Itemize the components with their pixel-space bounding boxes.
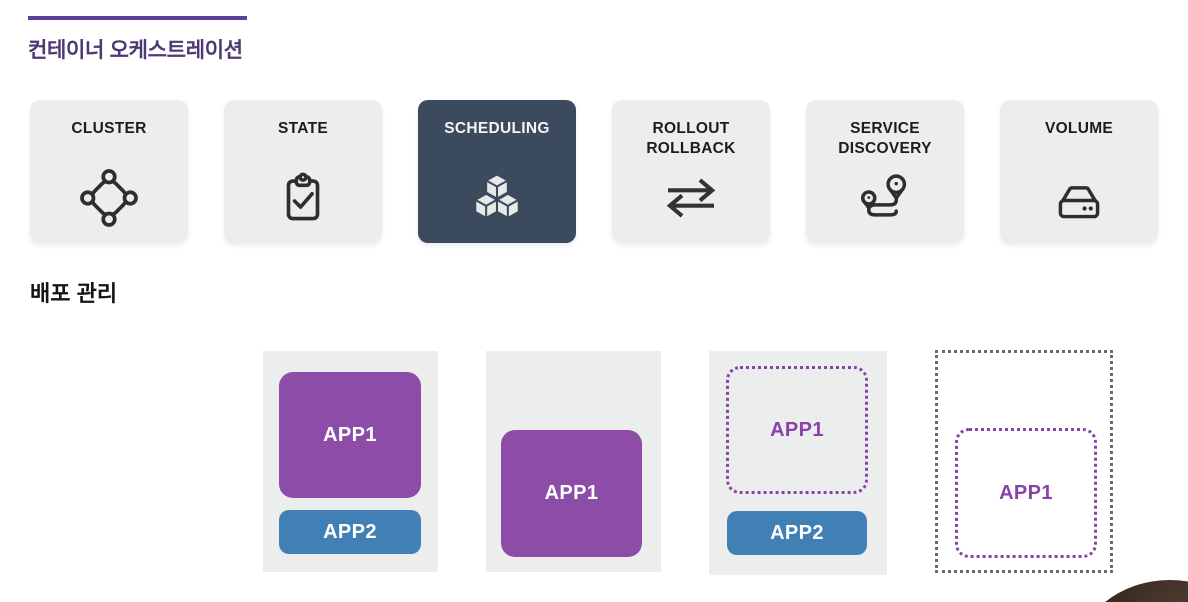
app-box: APP2 — [727, 511, 867, 555]
card-label: STATE — [277, 120, 328, 137]
card-label: VOLUME — [1044, 120, 1114, 137]
app-box: APP1 — [501, 430, 642, 557]
clipboard-check-icon — [224, 166, 382, 230]
card-label: ROLLOUT ROLLBACK — [646, 120, 736, 158]
deployment-panel-2: APP1 — [486, 351, 661, 572]
card-cluster: CLUSTER — [30, 100, 188, 243]
app-label: APP1 — [323, 423, 377, 446]
cubes-icon — [418, 166, 576, 230]
card-rollout-rollback: ROLLOUT ROLLBACK — [612, 100, 770, 243]
app-label: APP1 — [999, 481, 1053, 504]
feature-card-row: CLUSTER STATE — [30, 100, 1158, 243]
app-label: APP2 — [323, 520, 377, 543]
card-label: CLUSTER — [71, 120, 147, 137]
section-title: 배포 관리 — [30, 281, 118, 306]
app-label: APP1 — [544, 482, 599, 504]
route-pins-icon — [806, 166, 964, 230]
app-box-dotted: APP1 — [726, 366, 868, 494]
card-service-discovery: SERVICE DISCOVERY — [806, 100, 964, 243]
deployment-panel-4: APP1 — [935, 350, 1113, 573]
card-label: SERVICE DISCOVERY — [838, 120, 932, 158]
app-box: APP1 — [279, 372, 421, 498]
app-box-dotted: APP1 — [955, 428, 1097, 558]
deployment-panel-3: APP1 APP2 — [709, 351, 887, 575]
card-scheduling: SCHEDULING — [418, 100, 576, 243]
page-title: 컨테이너 오케스트레이션 — [28, 39, 243, 62]
deployment-panel-1: APP1 APP2 — [263, 351, 438, 572]
app-label: APP2 — [770, 521, 824, 544]
swap-arrows-icon — [612, 166, 770, 230]
title-accent-line — [28, 16, 247, 20]
cluster-icon — [30, 166, 188, 230]
hard-drive-icon — [1000, 166, 1158, 230]
card-label: SCHEDULING — [444, 120, 550, 137]
app-box: APP2 — [279, 510, 421, 554]
card-state: STATE — [224, 100, 382, 243]
app-label: APP1 — [770, 418, 824, 441]
webcam-presenter-head — [1077, 580, 1188, 602]
card-volume: VOLUME — [1000, 100, 1158, 243]
